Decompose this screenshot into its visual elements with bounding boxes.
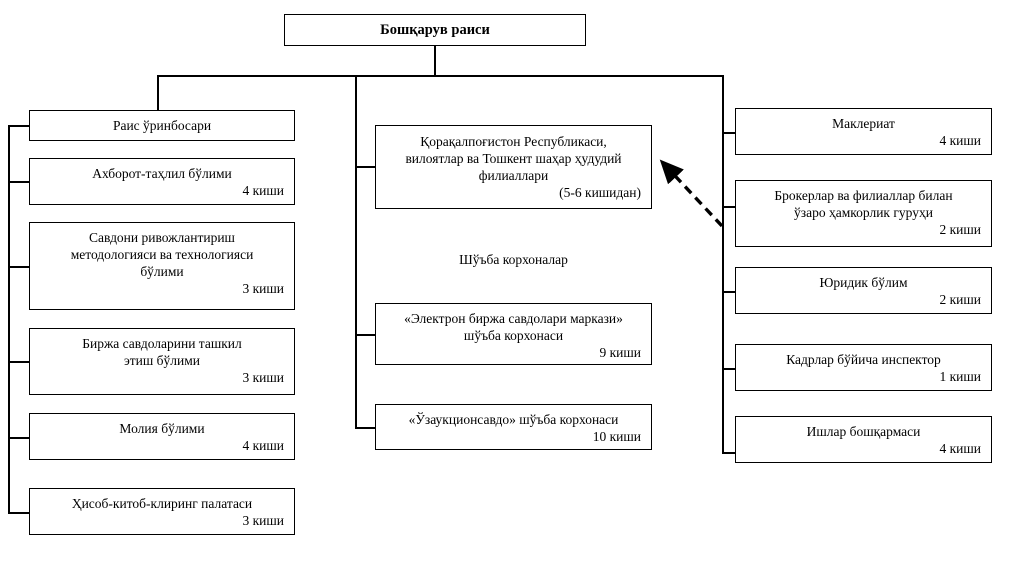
box-headcount: 10 киши [592,429,641,444]
box-title: Брокерлар ва филиаллар билан ўзаро ҳамко… [774,188,953,220]
box-title: Биржа савдоларини ташкил этиш бўлими [82,336,242,368]
connector-center-stub-1 [355,166,376,168]
connector-left-stub-3 [8,266,30,268]
box-finance-dept[interactable]: Молия бўлими 4 киши [29,413,295,460]
connector-root-stem [434,46,436,76]
connector-left-stub-5 [8,437,30,439]
box-headcount: 4 киши [242,438,284,453]
box-affairs-department[interactable]: Ишлар бошқармаси 4 киши [735,416,992,463]
box-headcount: 4 киши [939,133,981,148]
connector-right-stub-4 [722,368,736,370]
box-title: Кадрлар бўйича инспектор [786,352,941,367]
box-title: Юридик бўлим [819,275,908,290]
box-headcount: 9 киши [599,345,641,360]
box-electronic-exchange-trading-center[interactable]: «Электрон биржа савдолари маркази» шўъба… [375,303,652,365]
box-broker-branch-cooperation-group[interactable]: Брокерлар ва филиаллар билан ўзаро ҳамко… [735,180,992,247]
box-headcount: 4 киши [242,183,284,198]
box-title: Маклериат [832,116,895,131]
box-title: Раис ўринбосари [112,118,212,133]
connector-left-stub-6 [8,512,30,514]
connector-left-stub-4 [8,361,30,363]
connector-right-stub-5 [722,452,736,454]
box-headcount: (5-6 кишидан) [559,185,641,200]
box-clearing-chamber[interactable]: Ҳисоб-китоб-клиринг палатаси 3 киши [29,488,295,535]
box-headcount: 3 киши [242,513,284,528]
box-headcount: 3 киши [242,281,284,296]
connector-right-stub-1 [722,132,736,134]
box-title: Ҳисоб-китоб-клиринг палатаси [71,496,253,511]
box-exchange-trade-organization-dept[interactable]: Биржа савдоларини ташкил этиш бўлими 3 к… [29,328,295,395]
box-headcount: 2 киши [939,292,981,307]
box-headcount: 3 киши [242,370,284,385]
box-title: Савдони ривожлантириш методологияси ва т… [70,230,254,279]
box-hr-inspector[interactable]: Кадрлар бўйича инспектор 1 киши [735,344,992,391]
box-regional-branches[interactable]: Қорақалпоғистон Республикаси, вилоятлар … [375,125,652,209]
connector-right-stub-3 [722,291,736,293]
connector-left-stub-1 [8,125,30,127]
box-headcount: 1 киши [939,369,981,384]
dashed-arrow-line [659,159,724,228]
connector-left-stub-2 [8,181,30,183]
box-uzauktionsavdo[interactable]: «Ўзаукционсавдо» шўъба корхонаси 10 киши [375,404,652,450]
box-legal-dept[interactable]: Юридик бўлим 2 киши [735,267,992,314]
connector-center-stub-2 [355,334,376,336]
box-deputy-chairman[interactable]: Раис ўринбосари [29,110,295,141]
box-brokerage[interactable]: Маклериат 4 киши [735,108,992,155]
connector-left-trunk [8,125,10,513]
connector-center-stub-3 [355,427,376,429]
box-title: Молия бўлими [119,421,205,436]
box-root-chairman[interactable]: Бошқарув раиси [284,14,586,46]
box-title: Ишлар бошқармаси [806,424,921,439]
connector-right-stub-2 [722,206,736,208]
connector-center-trunk [355,75,357,428]
connector-left-drop [157,75,159,111]
box-headcount: 2 киши [939,222,981,237]
box-headcount: 4 киши [939,441,981,456]
box-title: «Электрон биржа савдолари маркази» шўъба… [404,311,623,343]
box-title: «Ўзаукционсавдо» шўъба корхонаси [408,412,619,427]
connector-right-trunk [722,75,724,453]
box-trade-development-methodology-dept[interactable]: Савдони ривожлантириш методологияси ва т… [29,222,295,310]
subsidiaries-label: Шўъба корхоналар [459,252,568,267]
connector-main-bus [157,75,724,77]
box-title: Бошқарув раиси [380,21,490,38]
box-title: Ахборот-таҳлил бўлими [92,166,232,181]
box-information-analysis-dept[interactable]: Ахборот-таҳлил бўлими 4 киши [29,158,295,205]
box-title: Қорақалпоғистон Республикаси, вилоятлар … [405,134,622,183]
